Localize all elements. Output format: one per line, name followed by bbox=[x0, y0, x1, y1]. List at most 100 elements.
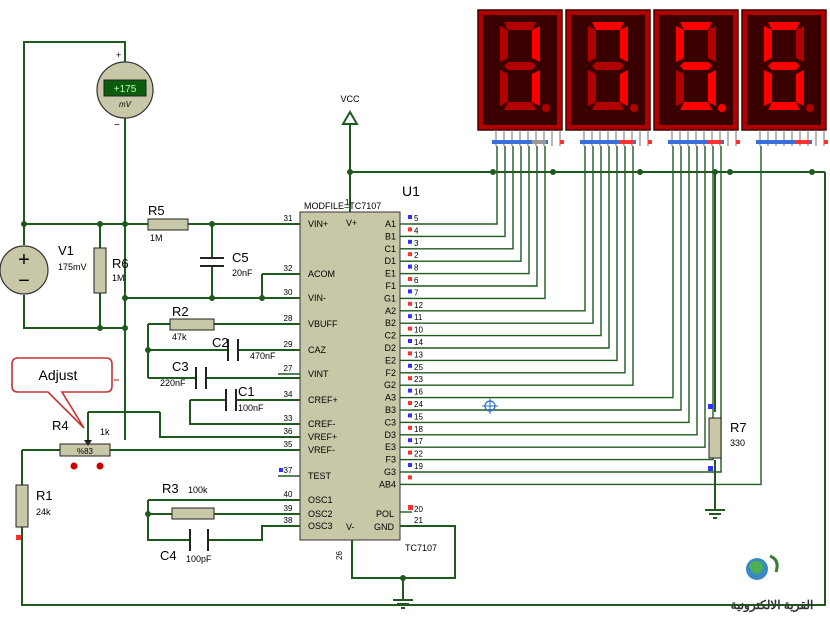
pin-marker bbox=[408, 277, 412, 281]
display-pin-marker bbox=[736, 140, 740, 144]
bus-wire bbox=[412, 146, 682, 411]
pin-marker bbox=[408, 339, 412, 343]
pin-marker bbox=[408, 326, 412, 331]
seven-segment-display-group bbox=[477, 9, 828, 146]
r4-potentiometer[interactable]: %83 R4 1k bbox=[52, 418, 111, 470]
segment-d bbox=[680, 102, 712, 110]
pin-marker bbox=[408, 252, 412, 257]
v1-value: 175mV bbox=[58, 262, 87, 272]
chip-pin-label: VBUFF bbox=[308, 319, 338, 329]
chip-pin-number: 13 bbox=[414, 350, 423, 359]
bus-wire bbox=[412, 146, 698, 436]
r3-resistor[interactable]: R3 100k bbox=[162, 481, 215, 520]
bus-wire bbox=[412, 146, 522, 262]
ground-symbol bbox=[393, 599, 413, 609]
bus-wire bbox=[412, 146, 538, 287]
chip-pin-number: 11 bbox=[414, 313, 423, 322]
segment-a bbox=[768, 22, 800, 30]
pin-marker bbox=[408, 363, 412, 368]
bus-wire bbox=[412, 146, 586, 312]
chip-gnd-num: 21 bbox=[414, 516, 423, 525]
v1-source[interactable]: + − V1 175mV bbox=[0, 243, 87, 295]
vcc-terminal: VCC bbox=[340, 94, 360, 125]
chip-pin-label: D2 bbox=[384, 343, 396, 353]
chip-pin-label: OSC2 bbox=[308, 509, 333, 519]
r5-resistor[interactable]: R5 1M bbox=[147, 203, 189, 243]
bus-wire bbox=[412, 146, 762, 486]
r2-resistor[interactable]: R2 47k bbox=[169, 304, 215, 342]
c5-capacitor[interactable]: C5 20nF bbox=[200, 250, 253, 278]
chip-pin-label: A3 bbox=[385, 393, 396, 403]
chip-pin-number: 28 bbox=[284, 314, 293, 323]
c3-capacitor[interactable]: C3 220nF bbox=[160, 359, 207, 389]
pin-marker bbox=[408, 264, 412, 269]
display-pin-marker bbox=[668, 140, 724, 144]
pin-marker bbox=[408, 314, 412, 319]
chip-pin-number: 33 bbox=[284, 414, 293, 423]
display-pin-marker bbox=[648, 140, 652, 144]
r3-value: 100k bbox=[188, 485, 208, 495]
chip-pin-number: 34 bbox=[284, 390, 293, 399]
c1-capacitor[interactable]: C1 100nF bbox=[225, 384, 264, 413]
display-pin-marker bbox=[824, 140, 828, 144]
r1-resistor[interactable]: R1 24k bbox=[15, 484, 53, 540]
pin-marker bbox=[279, 468, 283, 472]
chip-header: MODFILE=TC7107 bbox=[304, 201, 381, 211]
c1-value: 100nF bbox=[238, 403, 264, 413]
chip-pin-label: AB4 bbox=[379, 479, 396, 489]
chip-gnd: GND bbox=[374, 522, 395, 532]
chip-pin-number: 23 bbox=[414, 375, 423, 384]
c2-capacitor[interactable]: C2 470nF bbox=[212, 335, 276, 361]
c2-value: 470nF bbox=[250, 351, 276, 361]
v1-label: V1 bbox=[58, 243, 74, 258]
r7-label: R7 bbox=[730, 420, 747, 435]
c4-value: 100pF bbox=[186, 554, 212, 564]
r3-label: R3 bbox=[162, 481, 179, 496]
watermark-text: القرية الالكترونية bbox=[731, 598, 814, 613]
segment-dp bbox=[630, 104, 638, 112]
pin-marker bbox=[408, 388, 412, 393]
pin-marker bbox=[408, 438, 412, 443]
voltmeter[interactable]: +175 mV + − bbox=[96, 50, 154, 131]
voltmeter-reading: +175 bbox=[114, 84, 137, 95]
chip-pin-number: 5 bbox=[414, 214, 419, 223]
chip-pin-number: 12 bbox=[414, 301, 423, 310]
segment-f bbox=[588, 26, 596, 62]
r1-label: R1 bbox=[36, 488, 53, 503]
pin-marker bbox=[408, 351, 412, 356]
chip-pin-label: C3 bbox=[384, 417, 396, 427]
r7-resistor[interactable]: R7 330 bbox=[708, 404, 747, 471]
r4-label: R4 bbox=[52, 418, 69, 433]
c4-label: C4 bbox=[160, 548, 177, 563]
segment-e bbox=[764, 70, 772, 106]
bus-wire bbox=[412, 146, 498, 225]
bus-wire bbox=[412, 146, 506, 238]
c4-capacitor[interactable]: C4 100pF bbox=[160, 529, 212, 564]
tc7107-chip[interactable]: MODFILE=TC7107 U1 TC7107 V+ 1 POL 20 GND… bbox=[278, 183, 437, 560]
chip-pin-number: 24 bbox=[414, 400, 423, 409]
chip-pin-number: 32 bbox=[284, 264, 293, 273]
r6-resistor[interactable]: R6 1M bbox=[93, 247, 129, 294]
display-pin-marker bbox=[756, 140, 812, 144]
chip-pin-label: CREF+ bbox=[308, 395, 338, 405]
chip-pin-label: OSC3 bbox=[308, 521, 333, 531]
segment-b bbox=[620, 26, 628, 62]
segment-g bbox=[592, 62, 624, 70]
pin-marker bbox=[408, 401, 412, 405]
segment-g bbox=[680, 62, 712, 70]
chip-vplus: V+ bbox=[346, 218, 357, 228]
voltmeter-plus: + bbox=[116, 50, 121, 60]
bus-wire bbox=[412, 146, 714, 461]
chip-pin-number: 38 bbox=[284, 516, 293, 525]
segment-c bbox=[796, 70, 804, 106]
segment-dp bbox=[806, 104, 814, 112]
chip-pin-label: F1 bbox=[385, 281, 396, 291]
chip-pol: POL bbox=[376, 509, 394, 519]
bus-wire bbox=[412, 146, 514, 250]
segment-a bbox=[680, 22, 712, 30]
segment-f bbox=[676, 26, 684, 62]
bus-wire bbox=[412, 146, 602, 337]
chip-pin-label: C1 bbox=[384, 244, 396, 254]
segment-e bbox=[588, 70, 596, 106]
